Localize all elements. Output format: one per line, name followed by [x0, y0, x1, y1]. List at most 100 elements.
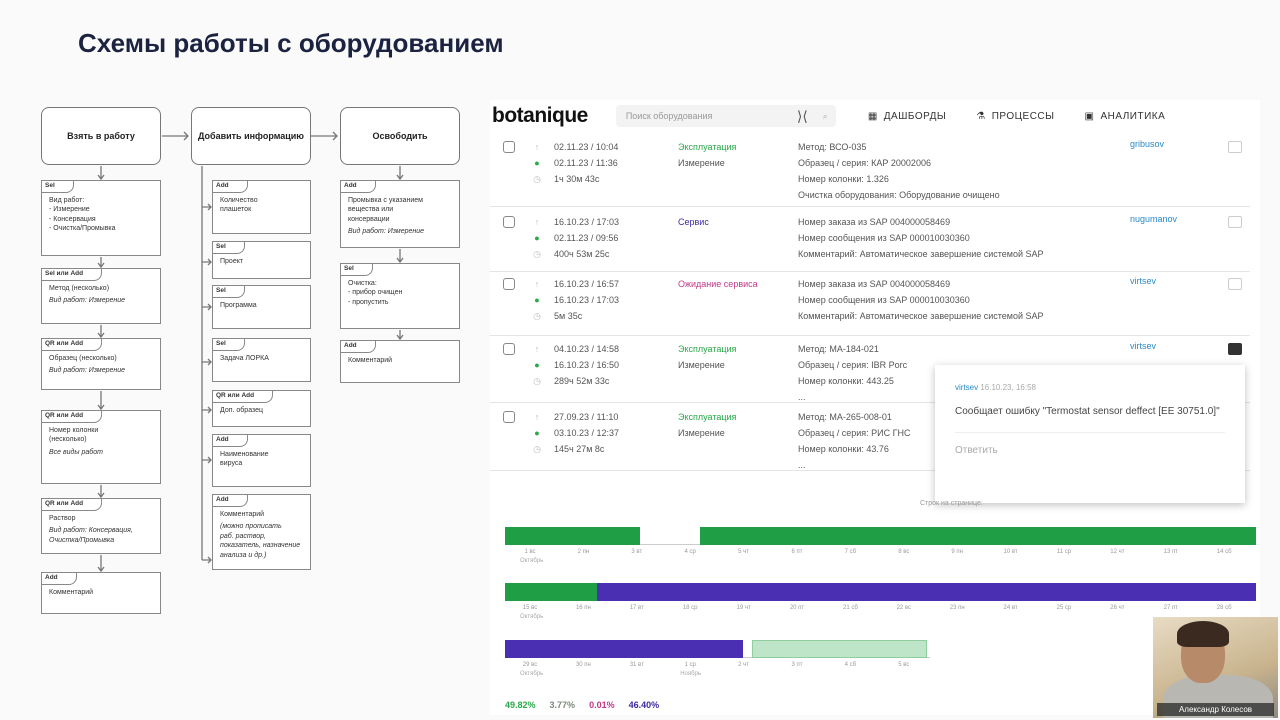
history-row[interactable]: ↑27.09.23 / 11:10●03.10.23 / 12:37◷145ч … [490, 405, 1250, 471]
clock-icon: ◷ [533, 376, 541, 386]
row-user-link[interactable]: virtsev [1130, 341, 1157, 351]
info-line: Номер колонки: 443.25 [798, 376, 894, 386]
info-line: Номер колонки: 43.76 [798, 444, 889, 454]
end-icon: ● [534, 428, 540, 438]
flow-box-text: Задача ЛОРКА [220, 354, 269, 362]
nav-analytics[interactable]: ▣АНАЛИТИКА [1085, 111, 1166, 122]
row-status: Ожидание сервиса [678, 276, 758, 292]
status-percentages: 49.82%3.77%0.01%46.40% [505, 700, 659, 710]
gantt-tick-label: 7 сб [844, 549, 857, 555]
history-row[interactable]: ↑04.10.23 / 14:58●16.10.23 / 16:50◷289ч … [490, 337, 1250, 403]
row-user-link[interactable]: nugumanov [1130, 214, 1178, 224]
row-start: 04.10.23 / 14:58 [554, 344, 620, 354]
input-type-tag: Sel [213, 339, 245, 351]
row-checkbox[interactable] [503, 411, 515, 423]
comment-icon[interactable] [1228, 343, 1242, 355]
flow-box-text: Комментарий [348, 356, 393, 364]
row-dur: 400ч 53м 25с [554, 249, 610, 259]
gantt-month-label: Октябрь [520, 671, 544, 677]
row-checkbox[interactable] [503, 141, 515, 153]
scan-icon[interactable]: ⟩⟨ [796, 107, 808, 124]
gantt-segment[interactable] [504, 640, 744, 658]
input-type-tag: Add [213, 181, 248, 193]
row-times: ↑16.10.23 / 16:57●16.10.23 / 17:03◷5м 35… [532, 276, 619, 324]
flow-box-text: Комментарий [49, 588, 94, 596]
status-percentage: 0.01% [589, 700, 615, 710]
gantt-tick-label: 22 вс [896, 605, 912, 611]
nav-label: ПРОЦЕССЫ [991, 110, 1055, 122]
input-type-tag: QR или Add [42, 499, 103, 511]
gantt-tick-label: 1 ср [684, 662, 696, 668]
nav-processes[interactable]: ⚗ПРОЦЕССЫ [976, 111, 1054, 122]
flow-box-text: Программа [220, 301, 257, 309]
start-icon: ↑ [534, 142, 540, 152]
row-status: Сервис [678, 214, 709, 230]
info-line: Образец / серия: КАР 20002006 [798, 158, 931, 168]
row-start: 16.10.23 / 16:57 [554, 279, 620, 289]
gantt-tick-label: 16 пн [575, 605, 591, 611]
app-screenshot: botanique Поиск оборудования ⟩⟨ ⌕ ▦ДАШБО… [490, 100, 1260, 715]
work-type: Измерение [678, 428, 725, 438]
gantt-tick-label: 30 пн [575, 662, 591, 668]
gantt-tick-label: 19 чт [736, 605, 751, 611]
flow-box-text: Номер колонки (несколько) [49, 426, 99, 444]
webcam-overlay: Александр Колесов [1153, 617, 1278, 718]
info-line: ... [798, 460, 806, 470]
flow-box-note: (можно прописать раб. раствор, показател… [220, 523, 301, 559]
comment-icon[interactable] [1228, 278, 1242, 290]
gantt-tick-label: 5 чт [738, 549, 750, 555]
gantt-segment[interactable] [504, 527, 640, 545]
gantt-tick-label: 15 вс [522, 605, 538, 611]
flow-box-text: Количество плашеток [220, 196, 258, 214]
input-type-tag: Sel [213, 242, 245, 254]
gantt-tick-label: 12 чт [1110, 549, 1125, 555]
row-checkbox[interactable] [503, 343, 515, 355]
gantt-segment[interactable] [504, 583, 597, 601]
step-release: Освободить [340, 107, 460, 165]
input-type-tag: QR или Add [42, 339, 103, 351]
info-line: Номер заказа из SAP 004000058469 [798, 279, 951, 289]
input-type-tag: Add [213, 435, 248, 447]
row-user-link[interactable]: gribusov [1130, 139, 1165, 149]
gantt-tick-label: 21 сб [843, 605, 858, 611]
status-label: Ожидание сервиса [678, 279, 758, 289]
row-user-link[interactable]: virtsev [1130, 276, 1157, 286]
gantt-tick-label: 14 сб [1216, 549, 1232, 555]
flow-box-note: Вид работ: Консервация, Очистка/Промывка [49, 527, 133, 544]
search-icon[interactable]: ⌕ [822, 110, 828, 121]
history-row[interactable]: ↑16.10.23 / 17:03●02.11.23 / 09:56◷400ч … [490, 210, 1250, 272]
row-end: 02.11.23 / 11:36 [554, 158, 618, 168]
reply-button[interactable]: Ответить [955, 445, 998, 456]
dashboard-icon: ▦ [867, 110, 878, 122]
info-line: Номер заказа из SAP 004000058469 [798, 217, 951, 227]
gantt-segment[interactable] [596, 583, 1257, 601]
start-icon: ↑ [534, 412, 540, 422]
end-icon: ● [534, 360, 540, 370]
gantt-month-label: Ноябрь [680, 671, 702, 677]
comment-icon[interactable] [1228, 216, 1242, 228]
search-input[interactable]: Поиск оборудования ⟩⟨ ⌕ [615, 105, 836, 127]
row-end: 03.10.23 / 12:37 [554, 428, 620, 438]
gantt-segment[interactable] [699, 527, 1257, 545]
history-row[interactable]: ↑02.11.23 / 10:04●02.11.23 / 11:36◷1ч 30… [490, 135, 1250, 207]
history-row[interactable]: ↑16.10.23 / 16:57●16.10.23 / 17:03◷5м 35… [490, 272, 1250, 336]
row-checkbox[interactable] [503, 278, 515, 290]
row-checkbox[interactable] [503, 216, 515, 228]
flow-box-text: Очистка: - прибор очищен - пропустить [348, 279, 403, 306]
gantt-tick-label: 9 пн [951, 549, 963, 555]
gantt-tick-label: 18 ср [682, 605, 698, 611]
comment-icon[interactable] [1228, 141, 1242, 153]
search-placeholder: Поиск оборудования [625, 111, 713, 121]
work-type: Измерение [678, 158, 725, 168]
gantt-segment[interactable] [752, 640, 927, 658]
nav-dashboards[interactable]: ▦ДАШБОРДЫ [868, 111, 946, 122]
